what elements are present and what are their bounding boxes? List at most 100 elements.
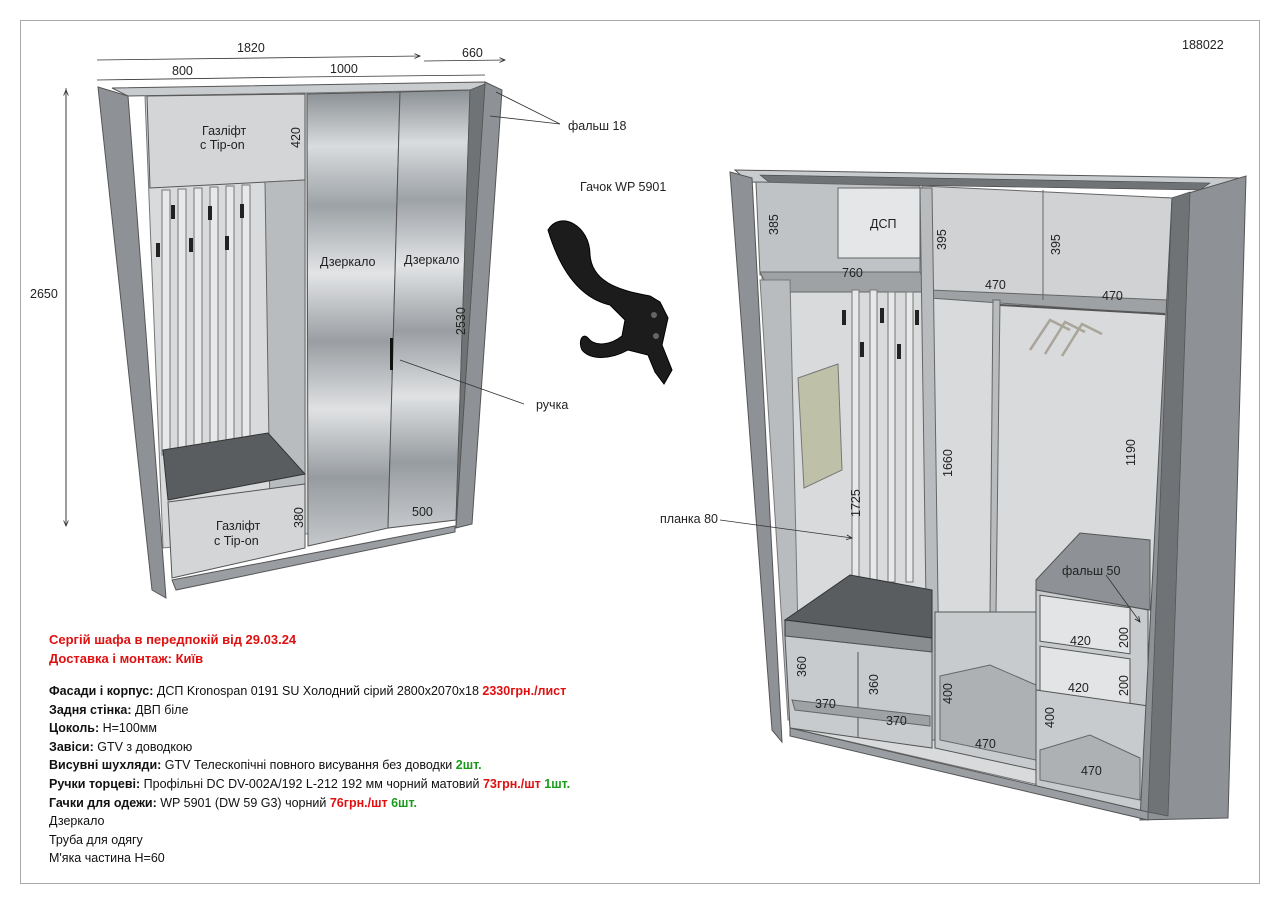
spec-row: Завіси: GTV з доводкою bbox=[49, 738, 192, 756]
hook-mark bbox=[240, 204, 244, 218]
planka-label: планка 80 bbox=[660, 512, 718, 526]
right-side-edge bbox=[455, 83, 486, 527]
slat bbox=[887, 291, 896, 583]
drawing-frame bbox=[20, 20, 1260, 884]
hook-mark bbox=[915, 310, 919, 325]
spec-row-text: Профільні DC DV-002A/192 L-212 192 мм чо… bbox=[140, 777, 483, 791]
mirror-right-label: Дзеркало bbox=[404, 253, 460, 267]
slat bbox=[193, 187, 203, 454]
dim-800: 800 bbox=[172, 64, 193, 78]
spec-row-price: 2330грн./лист bbox=[482, 684, 567, 698]
handle-label: ручка bbox=[536, 398, 568, 412]
hook-mark bbox=[208, 206, 212, 220]
dim-420: 420 bbox=[289, 127, 303, 148]
dim-470-b: 470 bbox=[1102, 289, 1123, 303]
slat bbox=[869, 289, 878, 581]
dim-420-a: 420 bbox=[1070, 634, 1091, 648]
spec-row: М'яка частина H=60 bbox=[49, 849, 165, 867]
gaslift-bottom-label-2: с Tip-on bbox=[214, 534, 259, 548]
spec-title-1: Сергій шафа в передпокій від 29.03.24 bbox=[49, 632, 297, 647]
slat bbox=[177, 188, 187, 455]
small-hooks bbox=[842, 308, 919, 359]
spec-row-qty: 6шт. bbox=[387, 795, 417, 810]
spec-row: Дзеркало bbox=[49, 812, 104, 830]
hook-mark bbox=[842, 310, 846, 325]
spec-row: Задня стінка: ДВП біле bbox=[49, 701, 188, 719]
spec-row-text: H=100мм bbox=[99, 721, 157, 736]
spec-row-label: Гачки для одежи: bbox=[49, 795, 157, 810]
mirror-panel bbox=[797, 363, 843, 489]
dim-395-a: 395 bbox=[935, 229, 949, 250]
spec-row-qty: 1шт. bbox=[540, 777, 571, 791]
spec-row-label: Фасади і корпус: bbox=[49, 684, 154, 698]
spec-row: Ручки торцеві: Профільні DC DV-002A/192 … bbox=[49, 775, 570, 793]
hook-mark bbox=[897, 344, 901, 359]
slat bbox=[241, 184, 251, 438]
hook-mark bbox=[156, 243, 160, 257]
slat bbox=[905, 291, 914, 583]
dim-660: 660 bbox=[462, 46, 483, 60]
spec-row-label: Ручки торцеві: bbox=[49, 777, 141, 791]
dim-380: 380 bbox=[292, 507, 306, 528]
bottom-shelf-right bbox=[1039, 734, 1141, 801]
door-handle bbox=[390, 338, 393, 370]
drawer-top bbox=[1035, 532, 1151, 611]
spec-row: Фасади і корпус: ДСП Kronospan 0191 SU Х… bbox=[49, 682, 566, 700]
hook-icon bbox=[547, 220, 673, 385]
dim-1190: 1190 bbox=[1124, 439, 1138, 466]
spec-row-text: ДВП біле bbox=[131, 702, 189, 717]
dim-2650: 2650 bbox=[30, 287, 58, 301]
left-side-panel bbox=[97, 86, 167, 599]
hook-mark bbox=[225, 236, 229, 250]
dim-360-a: 360 bbox=[795, 656, 809, 677]
spec-row-price: 73грн./шт bbox=[482, 777, 541, 791]
slat bbox=[209, 186, 219, 450]
dim-1000: 1000 bbox=[330, 62, 358, 76]
dim-395-b: 395 bbox=[1049, 234, 1063, 255]
spec-row: Цоколь: H=100мм bbox=[49, 719, 157, 737]
dim-200-a: 200 bbox=[1117, 627, 1131, 648]
mirror-left-label: Дзеркало bbox=[320, 255, 376, 269]
dim-470-a: 470 bbox=[985, 278, 1006, 292]
dim-2530: 2530 bbox=[454, 307, 468, 335]
spec-row-text: GTV Телескопічні повного висування без д… bbox=[161, 758, 456, 773]
dsp-block bbox=[837, 187, 921, 259]
hook-mark bbox=[880, 308, 884, 323]
falsh-50-label: фальш 50 bbox=[1062, 564, 1120, 578]
spec-row-text: М'яка частина H=60 bbox=[49, 851, 165, 866]
dim-385: 385 bbox=[767, 214, 781, 235]
slat bbox=[161, 189, 171, 456]
spec-row: Труба для одягу bbox=[49, 831, 143, 849]
mirror-door-left bbox=[306, 91, 401, 547]
hook-illustration: Гачок WP 5901 bbox=[547, 180, 673, 385]
spec-row-label: Цоколь: bbox=[49, 721, 100, 736]
spec-row: Гачки для одежи: WP 5901 (DW 59 G3) чорн… bbox=[49, 794, 417, 812]
hook-slats bbox=[161, 184, 251, 456]
dim-400-b: 400 bbox=[1043, 707, 1057, 728]
dim-420-b: 420 bbox=[1068, 681, 1089, 695]
spec-row-text: Дзеркало bbox=[49, 814, 105, 829]
spec-row-qty: 2шт. bbox=[455, 758, 482, 773]
hangers bbox=[1028, 318, 1103, 357]
spec-row-text: Труба для одягу bbox=[49, 832, 143, 847]
dim-760: 760 bbox=[842, 266, 863, 280]
bottom-gaslift-box bbox=[167, 483, 306, 579]
dim-370-b: 370 bbox=[886, 714, 907, 728]
hook-title: Гачок WP 5901 bbox=[580, 180, 666, 194]
dim-360-b: 360 bbox=[867, 674, 881, 695]
slat bbox=[851, 289, 860, 581]
hook-mark bbox=[171, 205, 175, 219]
gaslift-top-label-1: Газліфт bbox=[202, 124, 247, 138]
spec-row-text: ДСП Kronospan 0191 SU Холодний сірий 280… bbox=[153, 684, 483, 698]
dim-400-a: 400 bbox=[941, 683, 955, 704]
drawer-1 bbox=[1039, 594, 1131, 655]
spec-row-label: Висувні шухляди: bbox=[49, 758, 162, 773]
spec-row-label: Задня стінка: bbox=[49, 702, 132, 717]
dim-470-c: 470 bbox=[975, 737, 996, 751]
clothes-rail bbox=[999, 304, 1166, 315]
dim-500: 500 bbox=[412, 505, 433, 519]
dim-1820: 1820 bbox=[237, 41, 265, 55]
seat-cushion bbox=[162, 432, 306, 501]
spec-row-text: WP 5901 (DW 59 G3) чорний bbox=[156, 795, 330, 810]
